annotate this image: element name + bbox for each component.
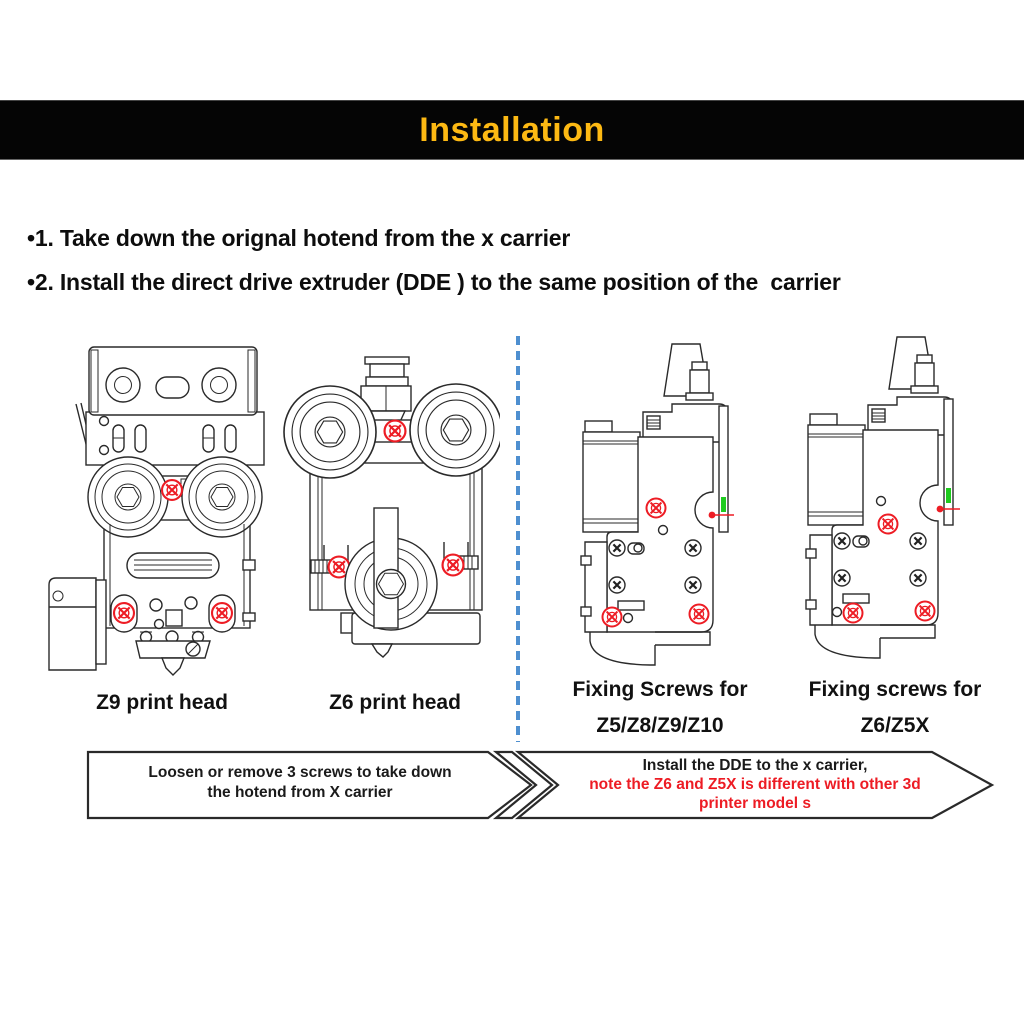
green-marker xyxy=(946,488,951,503)
caption-z9-print-head: Z9 print head xyxy=(96,691,228,714)
red-screw-marker xyxy=(877,513,899,535)
instruction-step-1: •1. Take down the orignal hotend from th… xyxy=(27,225,571,251)
callout-banners xyxy=(86,750,995,820)
red-screw-marker xyxy=(914,600,936,622)
caption-z6-print-head: Z6 print head xyxy=(329,691,461,714)
v-wheel xyxy=(283,385,377,479)
section-divider-dashed xyxy=(516,336,520,742)
left-callout-line2: the hotend from X carrier xyxy=(207,784,393,801)
red-screw-marker xyxy=(210,601,234,625)
right-callout-line1: Install the DDE to the x carrier, xyxy=(642,757,868,774)
page-title: Installation xyxy=(419,110,605,149)
fixing-screws-z6-z5x-diagram xyxy=(800,333,960,668)
red-screw-marker xyxy=(688,603,710,625)
z6-print-head-diagram xyxy=(283,356,500,658)
right-callout-text: Install the DDE to the x carrier, note t… xyxy=(540,756,970,813)
v-wheel xyxy=(181,456,263,538)
red-screw-marker xyxy=(112,601,136,625)
instruction-step-2: •2. Install the direct drive extruder (D… xyxy=(27,269,841,295)
v-wheel xyxy=(87,456,169,538)
red-screw-marker xyxy=(601,606,623,628)
right-callout-line2: note the Z6 and Z5X is different with ot… xyxy=(589,776,921,793)
caption-fixing-screws-z6-line1: Fixing screws for xyxy=(808,678,982,701)
red-screw-marker xyxy=(383,419,407,443)
v-wheel xyxy=(409,383,500,477)
red-screw-marker xyxy=(842,602,864,624)
caption-fixing-screws-z5-line1: Fixing Screws for xyxy=(572,678,748,701)
red-screw-marker xyxy=(441,553,465,577)
z9-print-head-diagram xyxy=(48,346,265,676)
red-screw-marker xyxy=(645,497,667,519)
red-dot-pointer xyxy=(936,505,944,513)
right-callout-line3: printer model s xyxy=(699,795,811,812)
green-marker xyxy=(721,497,726,512)
chevron-band-icon xyxy=(492,750,554,820)
right-callout-arrow xyxy=(514,750,995,820)
left-callout-arrow xyxy=(86,750,533,820)
caption-fixing-screws-z5-line2: Z5/Z8/Z9/Z10 xyxy=(596,714,724,737)
left-callout-line1: Loosen or remove 3 screws to take down xyxy=(148,764,452,781)
red-screw-marker xyxy=(160,478,184,502)
left-callout-text: Loosen or remove 3 screws to take down t… xyxy=(100,763,500,803)
header-bar: Installation xyxy=(0,100,1024,160)
caption-fixing-screws-z6-line2: Z6/Z5X xyxy=(860,714,930,737)
fixing-screws-z5-z8-z9-z10-diagram xyxy=(575,340,734,675)
red-dot-pointer xyxy=(708,511,716,519)
